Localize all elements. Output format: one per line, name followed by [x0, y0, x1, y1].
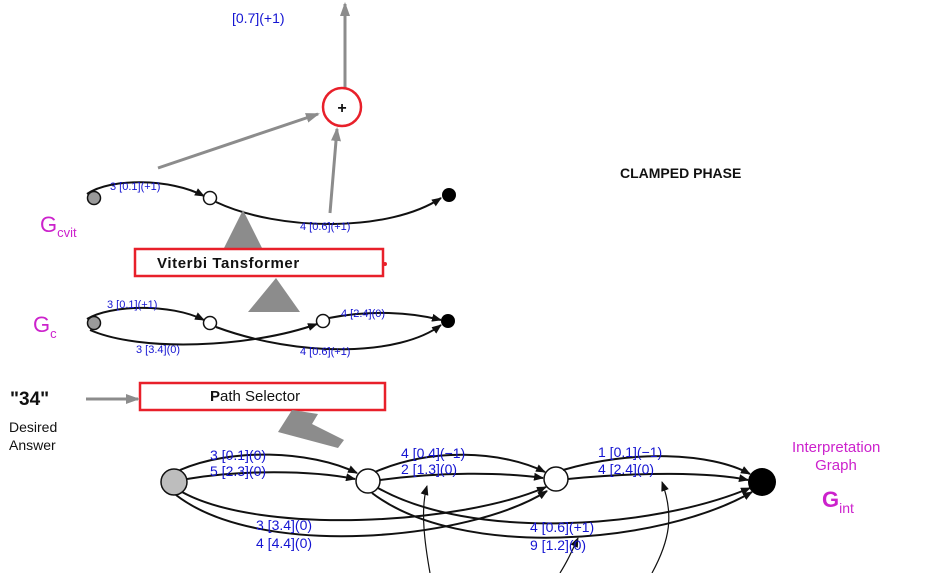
gint-arc-a2 — [186, 471, 356, 482]
interpretation-graph-line1: Interpretation — [792, 439, 880, 456]
gint-end-node — [748, 468, 776, 496]
desired-answer-value: "34" — [10, 389, 49, 410]
gint-node-2 — [355, 468, 381, 494]
plus-combiner — [321, 86, 363, 128]
gcvit-arc-label-1: 3 [0.1](+1) — [110, 181, 160, 193]
gc-arc-label-3: 4 [2.4](0) — [341, 308, 385, 320]
gint-label-a3: 3 [3.4](0) — [256, 517, 312, 533]
gint-label-c1: 1 [0.1](−1) — [598, 444, 662, 460]
gcvit-end-node — [442, 188, 456, 202]
gint-label-a2: 5 [2.3](0) — [210, 463, 266, 479]
gc-arc-label-1: 3 [0.1](+1) — [107, 299, 157, 311]
gcvit-start-node — [86, 190, 102, 206]
path-selector-label: Path Selector — [210, 388, 300, 405]
gc-arc-1 — [86, 306, 205, 321]
lower-incoming-arrow-1 — [420, 485, 431, 573]
gcvit-arc-1 — [86, 181, 205, 197]
gcvit-label: Gcvit — [40, 212, 77, 240]
interpretation-graph-line2: Graph — [815, 457, 857, 474]
desired-label-line1: Desired — [9, 419, 57, 435]
gcvit-arc-label-2: 4 [0.6](+1) — [300, 221, 350, 233]
desired-label-line2: Answer — [9, 437, 56, 453]
gc-arc-label-2: 3 [3.4](0) — [136, 344, 180, 356]
gc-arc-2 — [89, 323, 318, 346]
gint-arc-b1 — [374, 453, 546, 473]
gint-arc-b2 — [379, 472, 544, 481]
gint-label-b2: 2 [1.3](0) — [401, 461, 457, 477]
top-output-label: [0.7](+1) — [232, 10, 285, 26]
gint-arc-b4 — [371, 491, 753, 539]
viterbi-transformer-box — [133, 247, 385, 278]
gint-label-b4: 9 [1.2](0) — [530, 537, 586, 553]
viterbi-to-gcvit-arrow-stem — [236, 230, 250, 248]
gc-mid-node-2 — [315, 313, 331, 329]
viterbi-box-dot — [383, 262, 387, 266]
gint-arc-b3 — [377, 487, 751, 525]
gc-end-node — [441, 314, 455, 328]
cvit-path-to-plus-arrow — [328, 127, 341, 214]
gint-arc-c1 — [562, 455, 751, 475]
viterbi-transformer-label: Viterbi Tansformer — [157, 255, 300, 272]
gint-to-selector-arrow — [278, 410, 344, 448]
gint-label-c2: 4 [2.4](0) — [598, 461, 654, 477]
gint-label-a4: 4 [4.4](0) — [256, 535, 312, 551]
gc-arc-3 — [328, 311, 442, 322]
gint-arc-a3 — [181, 486, 547, 522]
gint-label-b1: 4 [0.4](−1) — [401, 445, 465, 461]
gc-to-viterbi-arrow — [248, 278, 300, 312]
gint-arc-a1 — [179, 453, 358, 474]
gc-arc-4 — [215, 324, 442, 351]
lower-incoming-arrow-2 — [559, 537, 579, 573]
gint-label: Gint — [822, 487, 854, 516]
lower-incoming-arrow-3 — [651, 481, 670, 573]
gcvit-arc-2 — [215, 197, 442, 225]
path-selector-box — [138, 381, 387, 412]
cvit-to-plus-arrow — [157, 112, 320, 170]
gcvit-mid-node — [202, 190, 218, 206]
gint-arc-a4 — [175, 490, 548, 538]
gint-arc-c2 — [567, 472, 749, 483]
viterbi-to-gcvit-arrow — [224, 210, 262, 248]
phase-title: CLAMPED PHASE — [620, 165, 741, 181]
gc-arc-label-4: 4 [0.6](+1) — [300, 346, 350, 358]
gint-label-b3: 4 [0.6](+1) — [530, 519, 594, 535]
gint-start-node — [160, 468, 188, 496]
gint-label-a1: 3 [0.1](0) — [210, 447, 266, 463]
plus-symbol: + — [337, 100, 346, 117]
gc-label: Gc — [33, 312, 57, 341]
gc-mid-node-1 — [202, 315, 218, 331]
